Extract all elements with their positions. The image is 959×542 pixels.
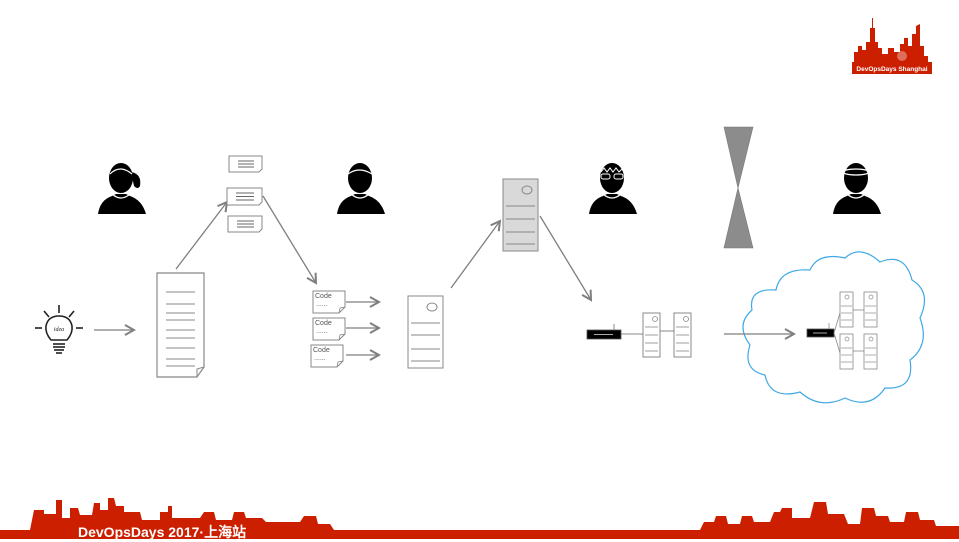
card-icon bbox=[228, 155, 263, 173]
network-servers-icon bbox=[586, 312, 692, 358]
story-cards bbox=[226, 155, 263, 233]
build-server-icon bbox=[407, 295, 444, 369]
svg-text:Code: Code bbox=[315, 293, 332, 300]
svg-text:......: ...... bbox=[316, 328, 328, 335]
man-avatar-icon bbox=[337, 163, 385, 214]
code-file-icon: Code ...... bbox=[312, 317, 346, 341]
svg-text:......: ...... bbox=[314, 355, 326, 362]
test-server-icon bbox=[502, 178, 539, 252]
svg-text:......: ...... bbox=[316, 301, 328, 308]
document-icon bbox=[156, 272, 205, 378]
cloud-cluster-icon bbox=[724, 251, 926, 404]
footer-event-title: DevOpsDays 2017·上海站 bbox=[78, 524, 247, 540]
svg-text:idea: idea bbox=[54, 327, 64, 333]
devopsdays-logo: DevOpsDays Shanghai bbox=[852, 12, 932, 74]
svg-text:Code: Code bbox=[313, 347, 330, 354]
code-files: Code ...... Code ...... Code ...... bbox=[310, 290, 379, 368]
logo-text: DevOpsDays Shanghai bbox=[856, 66, 928, 73]
woman-avatar-icon bbox=[98, 163, 146, 214]
glasses-man-avatar-icon bbox=[589, 163, 637, 214]
cap-man-avatar-icon bbox=[833, 163, 881, 214]
code-file-icon: Code ...... bbox=[310, 344, 344, 368]
card-icon bbox=[227, 215, 263, 233]
code-file-icon: Code ...... bbox=[312, 290, 346, 314]
lightbulb-icon: idea bbox=[35, 305, 83, 354]
footer-skyline bbox=[0, 498, 959, 539]
svg-text:Code: Code bbox=[315, 320, 332, 327]
skyline-logo-icon bbox=[852, 18, 932, 74]
card-icon bbox=[226, 187, 263, 206]
hourglass-wall-icon bbox=[723, 126, 754, 249]
